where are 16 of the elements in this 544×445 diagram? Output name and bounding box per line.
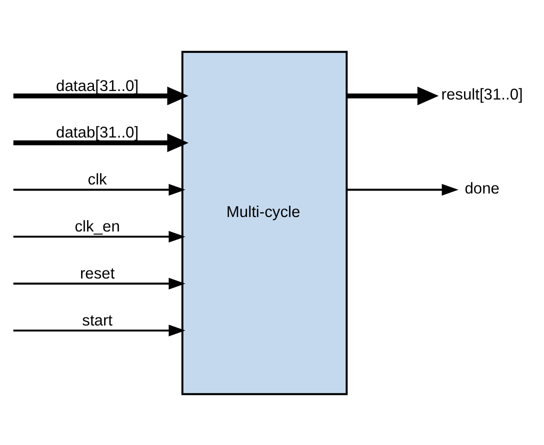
arrow (13, 133, 188, 152)
arrow (13, 86, 188, 105)
arrow (346, 183, 458, 196)
arrow (346, 86, 439, 105)
edge-label: clk (88, 171, 107, 188)
edge-label: reset (80, 265, 115, 282)
edge-label: clk_en (74, 218, 120, 236)
edge-label: datab[31..0] (56, 124, 139, 142)
node-text: done (464, 180, 500, 197)
arrow (13, 230, 186, 242)
edge-label: dataa[31..0] (56, 77, 139, 94)
arrow (13, 324, 186, 336)
arrow (13, 183, 186, 196)
edge-label: start (82, 312, 113, 329)
arrow (13, 277, 186, 289)
node-text: result[31..0] (441, 86, 523, 104)
